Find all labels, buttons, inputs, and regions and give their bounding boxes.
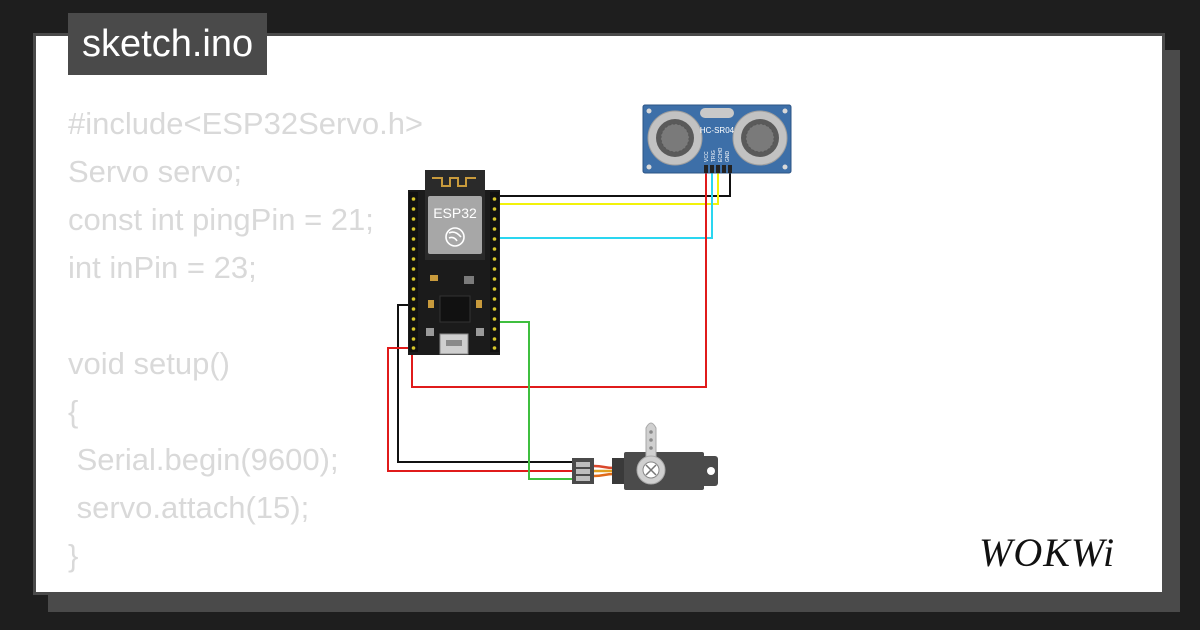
- wire-trig: [498, 172, 719, 205]
- wire-echo: [498, 172, 713, 239]
- usb-port-icon: [439, 333, 469, 355]
- pin-label: ECHO: [718, 147, 724, 162]
- espressif-logo-icon: [445, 227, 465, 247]
- sensor-label: HC-SR04: [700, 126, 735, 135]
- pin-label: GND: [725, 151, 731, 163]
- code-preview: #include<ESP32Servo.h> Servo servo; cons…: [68, 100, 423, 580]
- wire-vcc: [411, 172, 707, 388]
- servo-motor[interactable]: [572, 422, 718, 490]
- transducer-left-icon: [647, 110, 703, 166]
- left-pin-header: [409, 192, 418, 352]
- transducer-right-icon: [732, 110, 788, 166]
- code-line: #include<ESP32Servo.h>: [68, 106, 424, 141]
- wokwi-logo[interactable]: WOKWi: [975, 528, 1150, 578]
- code-line: void setup(): [68, 346, 230, 381]
- wokwi-logo-text: WOKWi: [979, 530, 1115, 575]
- esp32-board[interactable]: ESP32: [408, 170, 500, 355]
- wire-servo-signal: [498, 321, 574, 480]
- preview-card: [33, 33, 1165, 595]
- wires: [387, 172, 731, 480]
- code-line: int inPin = 23;: [68, 250, 257, 285]
- servo-connector: [572, 458, 594, 484]
- code-line: Servo servo;: [68, 154, 243, 189]
- right-pin-header: [490, 192, 499, 352]
- wire-servo-gnd: [397, 304, 574, 463]
- esp32-label: ESP32: [433, 205, 477, 221]
- ultrasonic-sensor[interactable]: HC-SR04 VCC TRIG ECHO GND: [642, 104, 792, 174]
- wire-gnd: [498, 172, 731, 197]
- servo-horn-icon: [636, 422, 666, 485]
- wire-servo-vcc: [387, 347, 574, 472]
- pin-label: TRIG: [711, 150, 717, 162]
- pin-label: VCC: [704, 151, 710, 162]
- code-line: }: [68, 538, 79, 573]
- code-line: {: [68, 394, 79, 429]
- code-line: Serial.begin(9600);: [68, 442, 339, 477]
- sketch-filename-tab[interactable]: sketch.ino: [68, 13, 268, 75]
- code-line: servo.attach(15);: [68, 490, 310, 525]
- code-line: const int pingPin = 21;: [68, 202, 374, 237]
